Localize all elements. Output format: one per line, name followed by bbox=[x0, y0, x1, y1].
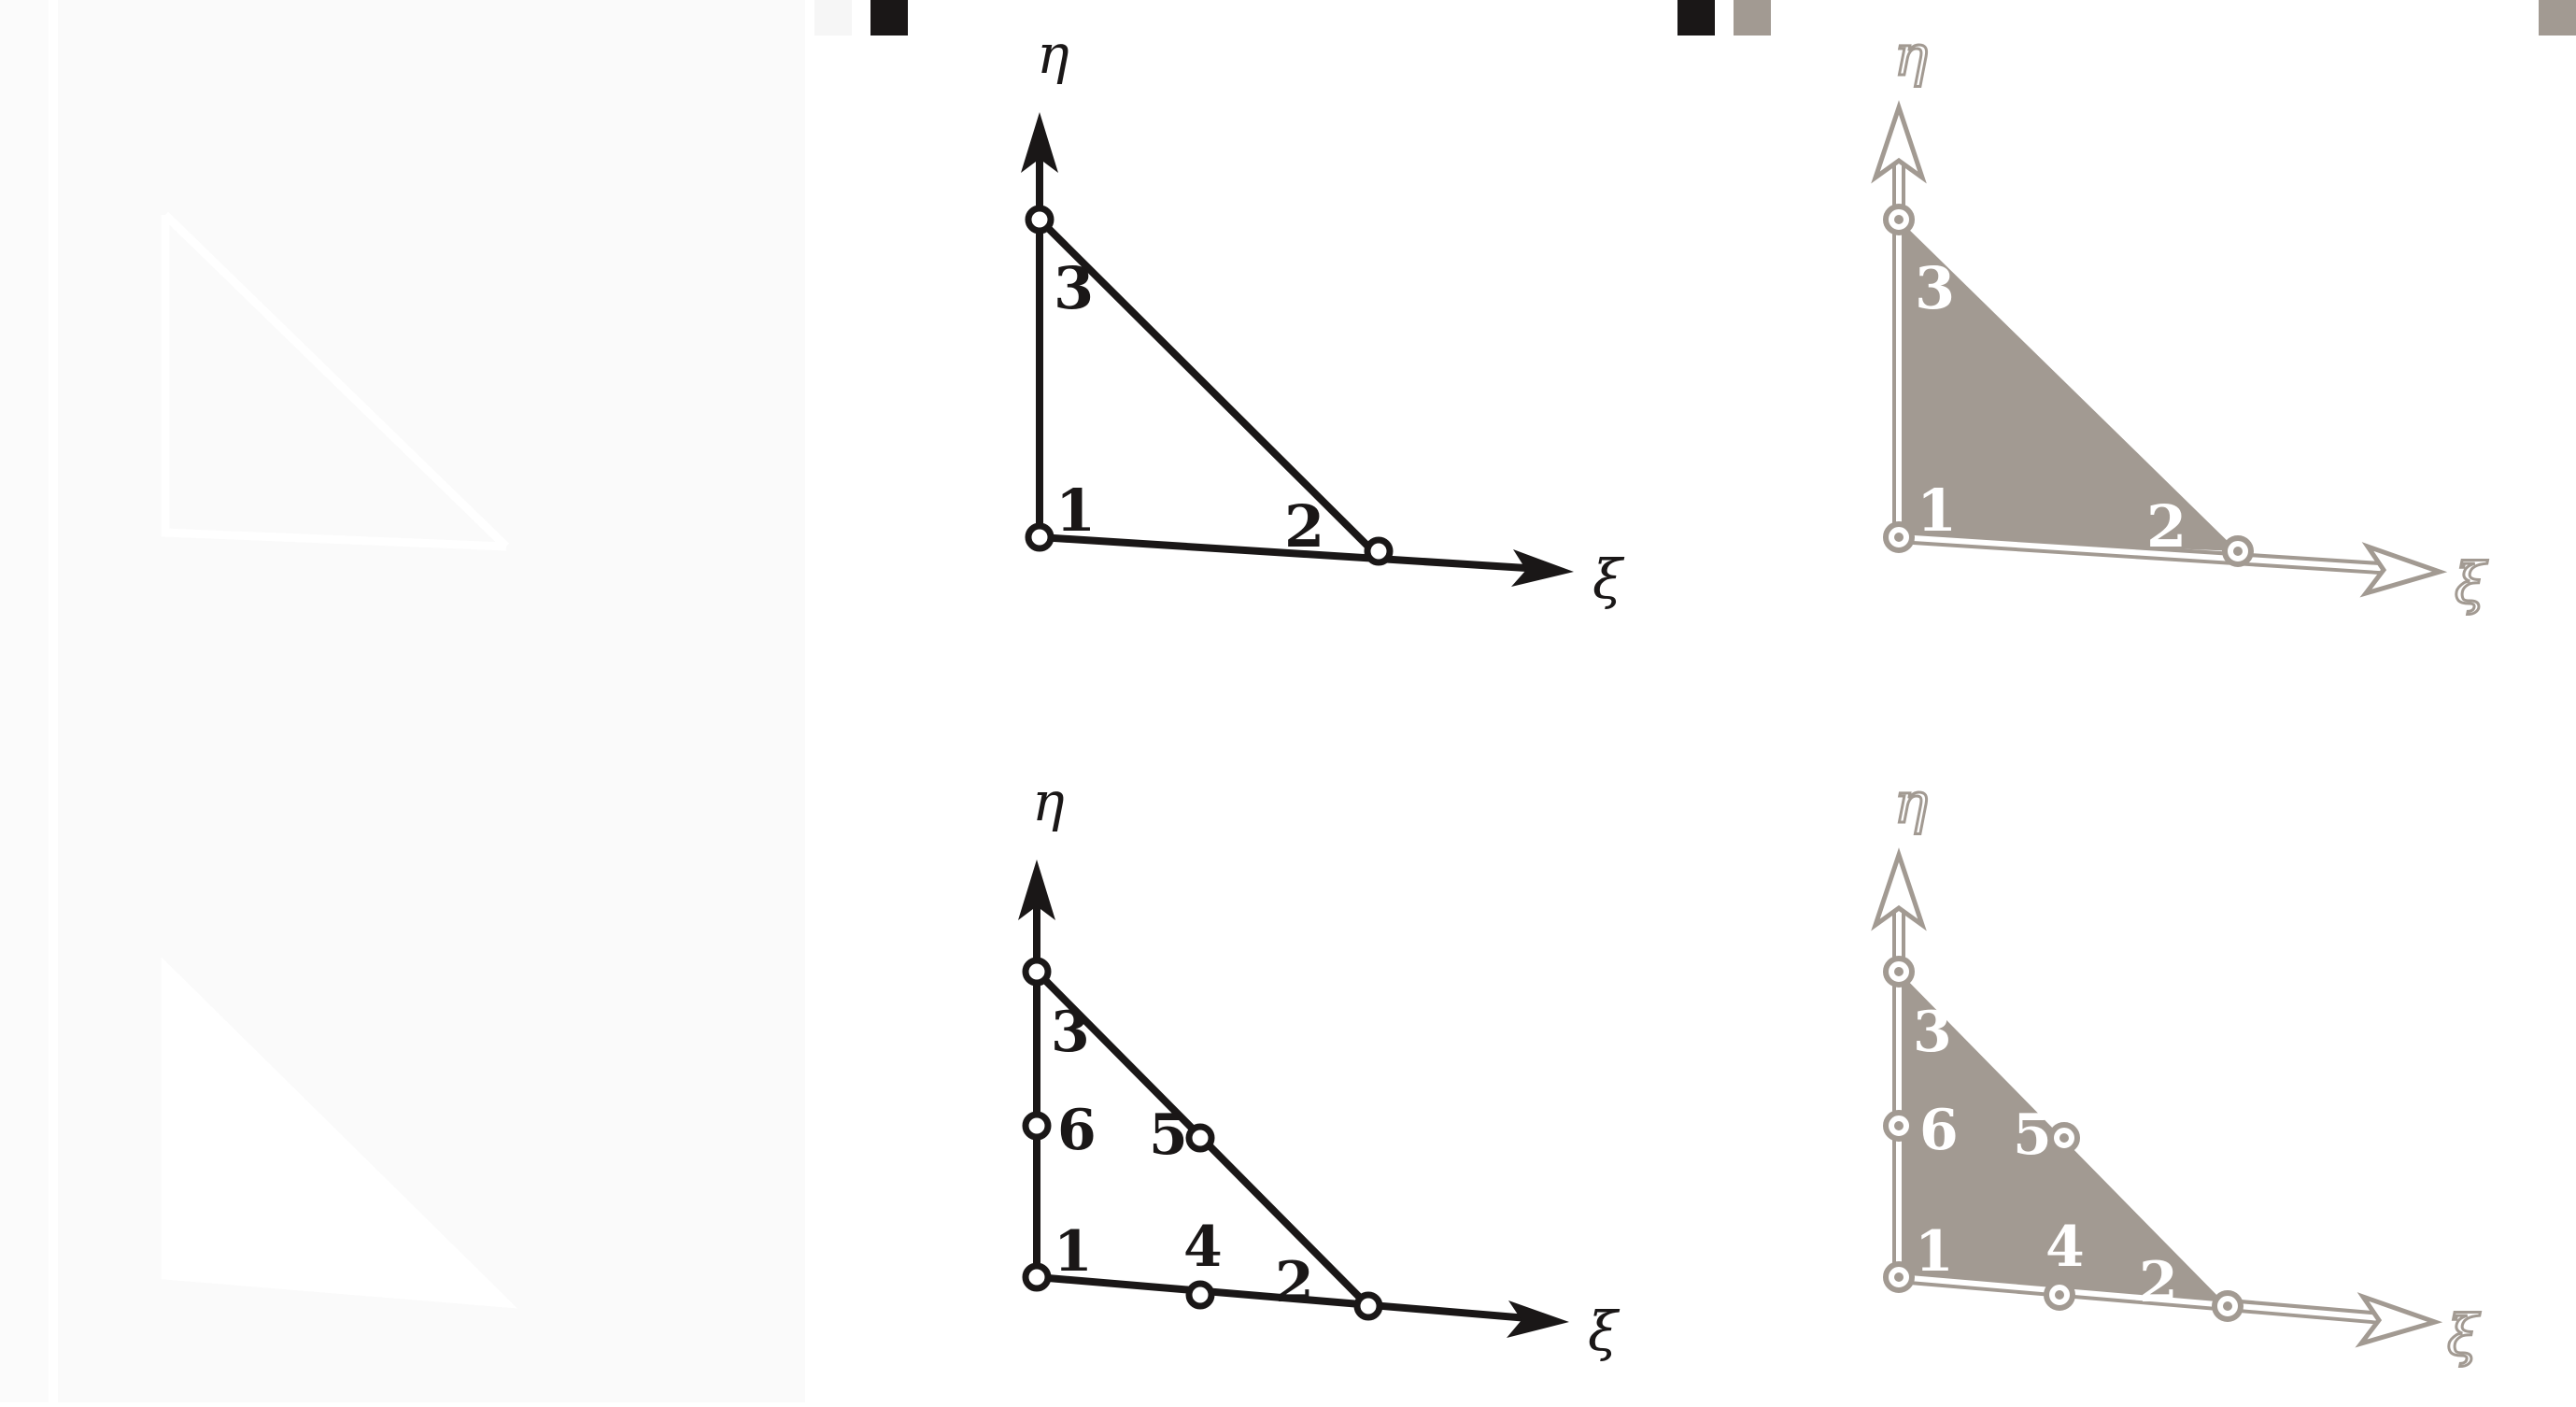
label-3: 3 bbox=[1051, 1000, 1090, 1065]
quadratic-element-shaded-diagram: η ξ 1 2 3 4 5 6 bbox=[1871, 770, 2483, 1371]
xi-arrowhead bbox=[1507, 1300, 1569, 1338]
xi-axis-label: ξ bbox=[2447, 1303, 2481, 1369]
node-4 bbox=[1185, 1280, 1215, 1310]
eta-axis-label: η bbox=[1037, 22, 1069, 86]
node-6 bbox=[1022, 1111, 1052, 1141]
xi-axis-line bbox=[1033, 1273, 1554, 1324]
xi-arrowhead bbox=[1511, 549, 1574, 587]
label-2: 2 bbox=[1284, 492, 1324, 561]
eta-axis-label: η bbox=[1894, 23, 1928, 89]
element-fill bbox=[1899, 220, 2238, 551]
label-1: 1 bbox=[1917, 476, 1957, 545]
node-3 bbox=[1025, 205, 1054, 234]
marker-black-2 bbox=[1677, 0, 1715, 36]
label-5: 5 bbox=[2013, 1102, 2052, 1168]
label-1: 1 bbox=[1054, 1219, 1093, 1285]
linear-element-diagram: η ξ 1 2 3 bbox=[1021, 22, 1625, 611]
label-1: 1 bbox=[1055, 476, 1096, 545]
faint-left-strip bbox=[0, 0, 49, 1402]
xi-arrowhead bbox=[2355, 1292, 2443, 1348]
node-5 bbox=[1185, 1123, 1215, 1153]
marker-black-1 bbox=[870, 0, 908, 36]
eta-arrowhead bbox=[1871, 100, 1927, 184]
xi-axis-label: ξ bbox=[2455, 551, 2488, 617]
marker-faint bbox=[814, 0, 852, 36]
marker-gray-1 bbox=[1734, 0, 1771, 36]
hypotenuse-edge bbox=[1036, 216, 1377, 555]
label-2: 2 bbox=[2139, 1250, 2178, 1315]
linear-element-shaded-diagram: η ξ 1 2 3 bbox=[1871, 22, 2490, 618]
label-3: 3 bbox=[1054, 254, 1094, 322]
xi-axis-label: ξ bbox=[1592, 547, 1625, 611]
label-4: 4 bbox=[2045, 1215, 2085, 1280]
label-4: 4 bbox=[1183, 1215, 1223, 1280]
label-2: 2 bbox=[1275, 1250, 1314, 1315]
xi-arrowhead bbox=[2359, 542, 2448, 598]
eta-arrowhead bbox=[1018, 860, 1055, 920]
label-6: 6 bbox=[1057, 1098, 1097, 1163]
eta-arrowhead bbox=[1871, 847, 1927, 931]
label-6: 6 bbox=[1919, 1098, 1959, 1163]
faint-ghost-diagrams bbox=[161, 211, 517, 1309]
node-1 bbox=[1025, 522, 1054, 552]
faint-ghost-panel bbox=[58, 0, 805, 1402]
xi-axis-line bbox=[1036, 533, 1559, 574]
xi-axis-label: ξ bbox=[1588, 1300, 1621, 1363]
node-1 bbox=[1022, 1262, 1052, 1292]
label-2: 2 bbox=[2146, 492, 2187, 561]
eta-arrowhead bbox=[1021, 112, 1058, 173]
marker-gray-2 bbox=[2539, 0, 2576, 36]
node-3 bbox=[1022, 957, 1052, 987]
eta-axis-label: η bbox=[1032, 770, 1065, 833]
quadratic-element-diagram: η ξ 1 2 3 4 5 6 bbox=[1018, 770, 1621, 1363]
node-2 bbox=[1353, 1291, 1383, 1321]
label-3: 3 bbox=[1915, 254, 1955, 322]
label-3: 3 bbox=[1913, 1000, 1952, 1065]
label-5: 5 bbox=[1149, 1102, 1188, 1168]
eta-axis-label: η bbox=[1894, 771, 1928, 836]
node-2 bbox=[1364, 536, 1394, 566]
label-1: 1 bbox=[1915, 1219, 1954, 1285]
